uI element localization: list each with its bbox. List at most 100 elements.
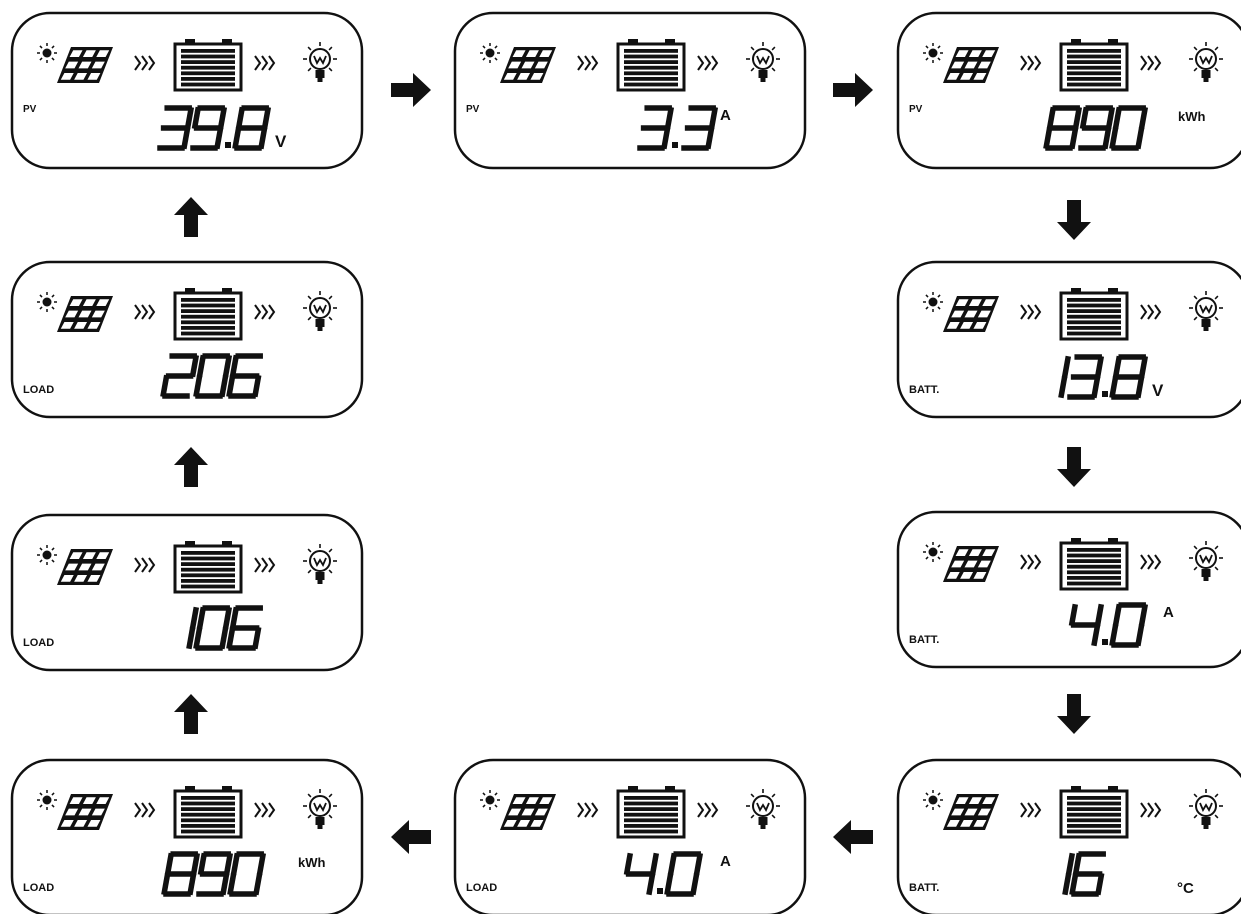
digit-6 [226,605,263,651]
flow-chevrons-icon [1020,304,1042,320]
solar-panel-icon [500,794,556,830]
solar-panel-icon [57,549,113,585]
lcd-panel-batt-current: BATT.4.0A [896,510,1241,669]
digit-9 [196,851,234,897]
flow-chevrons-icon [254,557,276,573]
unit-label: A [1163,604,1174,621]
digit-4 [623,852,660,896]
digit-3 [637,105,675,151]
decimal-point [672,142,678,148]
reading-value [160,353,263,399]
unit-label: V [275,132,287,151]
decimal-point [225,142,231,148]
bulb-icon [303,42,337,82]
decimal-point [657,888,663,894]
digit-9 [1078,105,1116,151]
flow-chevrons-icon [1140,55,1162,71]
sun-icon [480,43,500,63]
flow-chevrons-icon [1140,304,1162,320]
source-label: PV [909,104,923,115]
flow-chevrons-icon [1140,554,1162,570]
arrow-up-1 [174,694,208,734]
source-label: LOAD [23,882,54,894]
flow-chevrons-icon [254,802,276,818]
unit-label: kWh [298,855,326,870]
flow-chevrons-icon [1140,802,1162,818]
source-label: BATT. [909,384,939,396]
bulb-icon [1189,291,1223,331]
reading-value-text: 890 [898,12,900,14]
digit-0 [193,605,233,651]
battery-icon [1059,786,1129,839]
digit-0 [1109,105,1149,151]
digit-8 [1109,354,1149,400]
digit-1 [186,606,200,650]
flow-chevrons-icon [254,304,276,320]
sun-icon [923,43,943,63]
sun-icon [37,43,57,63]
digit-0 [664,851,704,897]
digit-8 [1043,105,1083,151]
arrow-down-1 [1057,200,1091,240]
solar-panel-icon [57,47,113,83]
unit-label: V [1152,381,1164,400]
bulb-icon [746,42,780,82]
flow-chevrons-icon [1020,802,1042,818]
reading-value [637,105,719,151]
flow-chevrons-icon [1020,554,1042,570]
digit-2 [160,353,200,399]
flow-chevrons-icon [697,55,719,71]
flow-chevrons-icon [254,55,276,71]
unit-label: kWh [1178,109,1206,124]
lcd-panel-batt-voltage: BATT. 13.8V [896,260,1241,419]
battery-icon [173,39,243,92]
source-label: LOAD [23,384,54,396]
reading-value-text: 39.8 [12,12,14,14]
flow-chevrons-icon [577,55,599,71]
sun-icon [923,542,943,562]
reading-value [186,605,263,651]
arrow-left-1 [833,820,873,854]
solar-panel-icon [57,296,113,332]
lcd-panel-pv-energy: PV 890 kWh [896,11,1241,170]
lcd-panel-batt-temp: BATT.16°C [896,758,1241,914]
solar-panel-icon [943,296,999,332]
digit-6 [1069,851,1106,897]
battery-icon [1059,288,1129,341]
digit-0 [193,353,233,399]
flow-chevrons-icon [134,802,156,818]
digit-3 [157,105,195,151]
battery-icon [173,288,243,341]
digit-3 [681,105,719,151]
reading-value-text: 4.0 [898,511,900,513]
flow-chevrons-icon [134,55,156,71]
source-label: PV [466,104,480,115]
reading-value [1043,105,1149,151]
sun-icon [37,545,57,565]
unit-label: A [720,853,731,870]
reading-value [157,105,272,151]
reading-value-text: 13.8 [898,261,900,263]
reading-value-text: 206 [12,261,14,263]
reading-value [161,851,267,897]
flow-chevrons-icon [134,304,156,320]
sun-icon [480,790,500,810]
flow-chevrons-icon [697,802,719,818]
digit-0 [227,851,267,897]
flow-chevrons-icon [577,802,599,818]
battery-icon [1059,39,1129,92]
digit-6 [226,353,263,399]
reading-value-text: 3.3 [455,12,457,14]
battery-icon [616,39,686,92]
battery-icon [173,541,243,594]
digit-1 [1062,852,1076,896]
digit-9 [190,105,228,151]
arrow-up-3 [174,197,208,237]
digit-1 [1058,355,1072,399]
digit-4 [1068,603,1105,647]
solar-panel-icon [57,794,113,830]
